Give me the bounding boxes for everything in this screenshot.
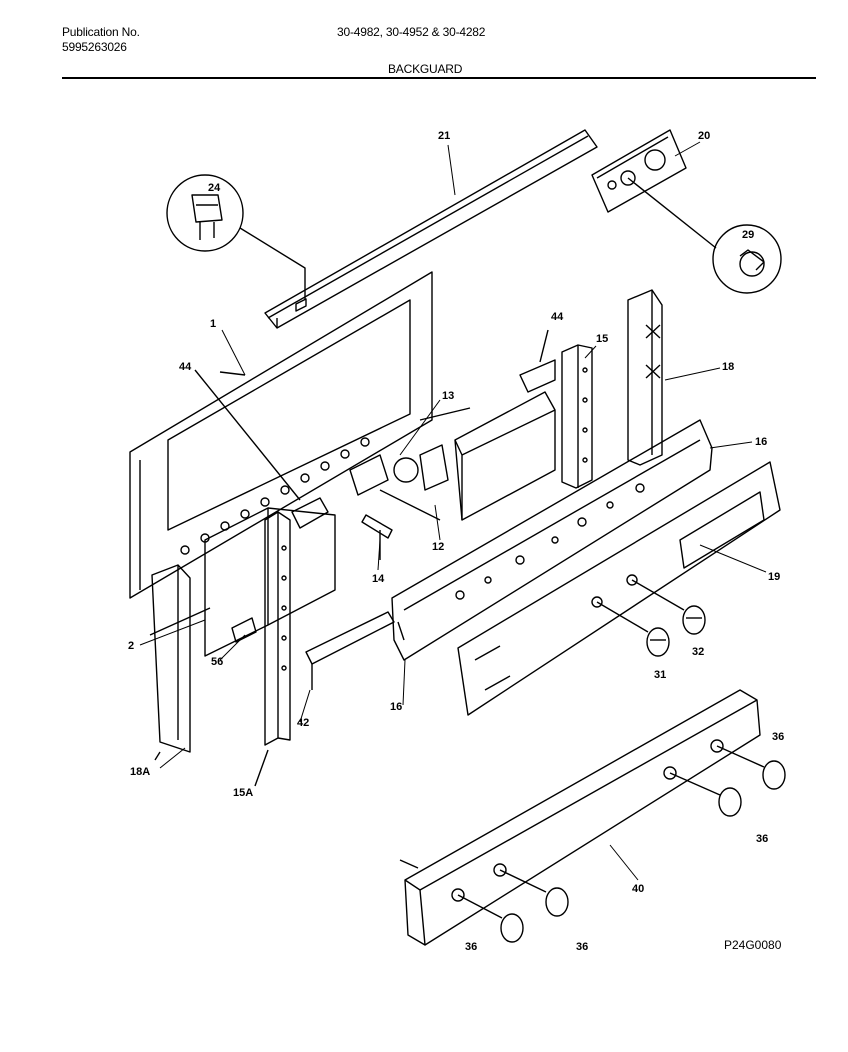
leader-lines [139,141,767,881]
callout-32: 32 [692,646,704,658]
part-ignitor-module [349,444,449,521]
part-panel-overlay [457,461,781,716]
callout-56: 56 [211,656,223,668]
callout-44-upper: 44 [551,311,564,323]
part-knob-32 [631,579,706,635]
header-rule [62,77,816,79]
part-knob-31 [596,601,670,657]
callout-19: 19 [768,571,780,583]
part-side-panel [149,507,336,657]
callout-12: 12 [432,541,444,553]
callout-2: 2 [128,640,134,652]
part-switch-detail [166,174,306,300]
part-clock-timer [591,129,687,213]
callout-36-right: 36 [772,731,784,743]
callout-31: 31 [654,669,666,681]
part-knob-36-lower-mid [499,869,569,917]
part-end-bracket-left [254,511,291,787]
callout-24: 24 [208,182,221,194]
part-top-trim [264,129,598,329]
part-knob-36-upper-right [716,745,786,790]
part-knob-36-upper-mid [669,772,742,817]
callout-40: 40 [632,883,644,895]
callout-36-lower-left: 36 [465,941,477,953]
callout-21: 21 [438,130,450,142]
callout-29: 29 [742,229,754,241]
callout-18: 18 [722,361,734,373]
callout-44-lower: 44 [179,361,192,373]
callout-36-mid: 36 [756,833,768,845]
callout-18a: 18A [130,766,150,778]
publication-number: 5995263026 [62,40,127,54]
callout-42: 42 [297,717,309,729]
part-knob-36-lower-left [457,894,524,943]
callout-13: 13 [442,390,454,402]
part-side-trim-right [627,289,663,466]
drawing-code: P24G0080 [724,938,782,952]
callout-15: 15 [596,333,608,345]
callout-16-upper: 16 [755,436,767,448]
callout-36-lower-mid: 36 [576,941,588,953]
part-bracket-lower [194,369,329,529]
part-knob-detail [627,177,782,294]
callout-14: 14 [372,573,385,585]
section-title: BACKGUARD [388,62,463,76]
callout-labels: 21 20 24 29 1 44 15 44 18 13 16 12 14 19… [128,130,784,953]
callout-16-lower: 16 [390,701,402,713]
callout-15a: 15A [233,787,253,799]
part-indicator-light [361,514,393,560]
part-end-bracket-right [561,344,593,489]
part-backguard-frame [129,271,433,599]
model-numbers: 30-4982, 30-4952 & 30-4282 [337,25,486,39]
part-side-trim-left [151,564,191,761]
part-housing-box [419,391,556,521]
callout-1: 1 [210,318,216,330]
callout-20: 20 [698,130,710,142]
part-manifold-panel [399,689,761,946]
part-control-panel [391,419,713,661]
publication-label: Publication No. [62,25,140,39]
part-bracket-upper [519,329,556,393]
part-channel [305,611,395,690]
